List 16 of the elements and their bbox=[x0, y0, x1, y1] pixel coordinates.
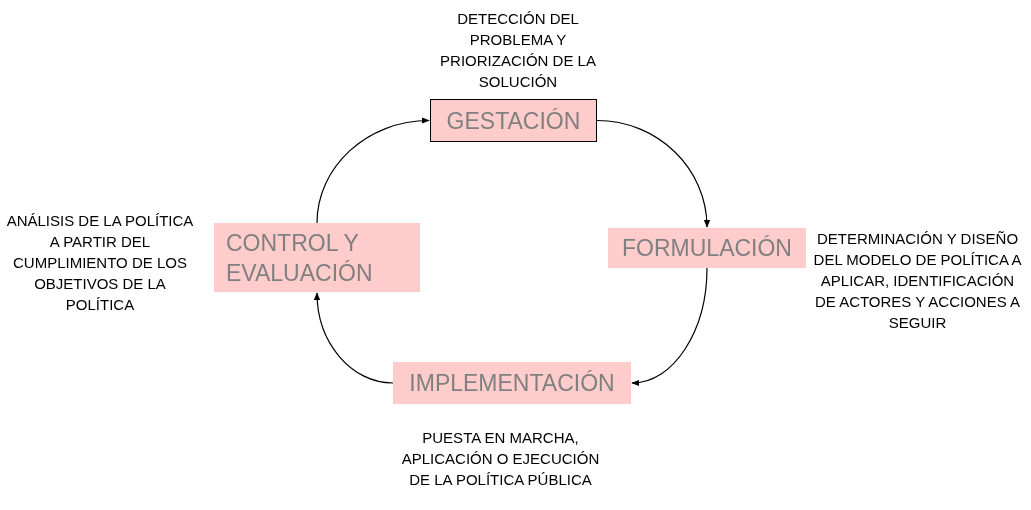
description-text: DETECCIÓN DEL PROBLEMA Y PRIORIZACIÓN DE LA SOLUCIÓN bbox=[439, 9, 597, 92]
description-text: PUESTA EN MARCHA, APLICACIÓN O EJECUCIÓN DE LA POLÍTICA PÚBLICA bbox=[400, 428, 601, 490]
description-text: ANÁLISIS DE LA POLÍTICA A PARTIR DEL CUMPLIMIENTO DE LOS OBJETIVOS DE LA POLÍTICA bbox=[5, 211, 195, 315]
stage-label: FORMULACIÓN bbox=[621, 234, 793, 263]
stage-box bbox=[214, 223, 420, 292]
stage-label: IMPLEMENTACIÓN bbox=[408, 369, 616, 398]
curved-arrow bbox=[631, 267, 708, 386]
curved-arrow bbox=[596, 119, 710, 228]
stage-box bbox=[430, 99, 597, 142]
stage-label: GESTACIÓN bbox=[445, 106, 582, 136]
stage-box bbox=[393, 362, 631, 404]
curved-arrow bbox=[316, 117, 430, 224]
stage-box bbox=[608, 228, 806, 268]
description-text: DETERMINACIÓN Y DISEÑO DEL MODELO DE POLÍTICA A APLICAR, IDENTIFICACIÓN DE ACTORES Y ACCIONES A SEGUIR bbox=[812, 229, 1023, 333]
stage-label: CONTROL Y EVALUACIÓN bbox=[226, 228, 374, 288]
curved-arrow bbox=[314, 292, 394, 384]
